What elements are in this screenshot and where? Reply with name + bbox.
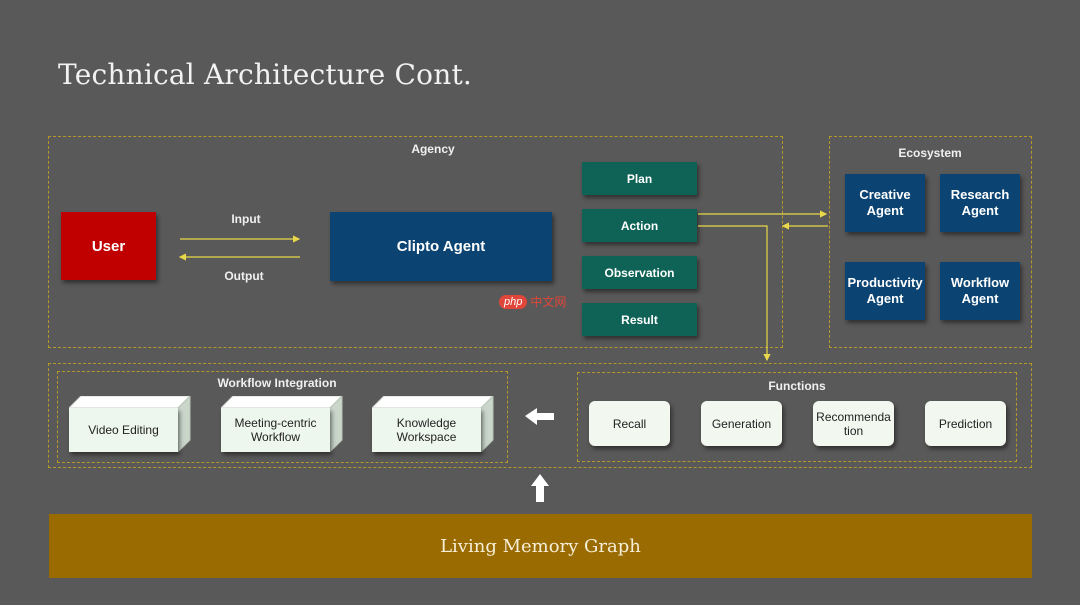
agency-section bbox=[48, 136, 783, 348]
video-editing-cube: Video Editing bbox=[69, 396, 191, 452]
workflow-integration-label: Workflow Integration bbox=[217, 376, 337, 390]
video-editing-label: Video Editing bbox=[69, 408, 178, 452]
memory-to-integration-arrow bbox=[531, 474, 549, 502]
knowledge-workspace-label: Knowledge Workspace bbox=[372, 408, 481, 452]
productivity-agent-box: Productivity Agent bbox=[845, 262, 925, 320]
watermark-badge: php bbox=[499, 294, 528, 309]
workflow-agent-box: Workflow Agent bbox=[940, 262, 1020, 320]
watermark: php 中文网 bbox=[499, 293, 566, 310]
functions-label: Functions bbox=[768, 379, 826, 393]
action-to-functions-arrow bbox=[698, 225, 771, 362]
agency-label: Agency bbox=[411, 142, 455, 156]
function-recall: Recall bbox=[589, 401, 670, 446]
page-title: Technical Architecture Cont. bbox=[58, 58, 472, 91]
step-plan: Plan bbox=[582, 162, 697, 195]
clipto-agent-box: Clipto Agent bbox=[330, 212, 552, 281]
integration-container bbox=[48, 363, 1032, 468]
step-result: Result bbox=[582, 303, 697, 336]
function-prediction: Prediction bbox=[925, 401, 1006, 446]
living-memory-graph: Living Memory Graph bbox=[49, 514, 1032, 578]
ecosystem-label: Ecosystem bbox=[898, 146, 962, 160]
watermark-text: 中文网 bbox=[530, 295, 567, 309]
functions-to-workflow-arrow bbox=[525, 408, 554, 425]
input-label: Input bbox=[231, 212, 261, 226]
functions-section bbox=[577, 372, 1017, 462]
meeting-centric-label: Meeting-centric Workflow bbox=[221, 408, 330, 452]
step-action: Action bbox=[582, 209, 697, 242]
user-box: User bbox=[61, 212, 156, 280]
workflow-integration-section bbox=[57, 371, 508, 463]
meeting-centric-cube: Meeting-centric Workflow bbox=[221, 396, 343, 452]
creative-agent-box: Creative Agent bbox=[845, 174, 925, 232]
step-observation: Observation bbox=[582, 256, 697, 289]
output-label: Output bbox=[224, 269, 264, 283]
research-agent-box: Research Agent bbox=[940, 174, 1020, 232]
ecosystem-section bbox=[829, 136, 1032, 348]
function-generation: Generation bbox=[701, 401, 782, 446]
function-recommendation: Recommenda tion bbox=[813, 401, 894, 446]
knowledge-workspace-cube: Knowledge Workspace bbox=[372, 396, 494, 452]
